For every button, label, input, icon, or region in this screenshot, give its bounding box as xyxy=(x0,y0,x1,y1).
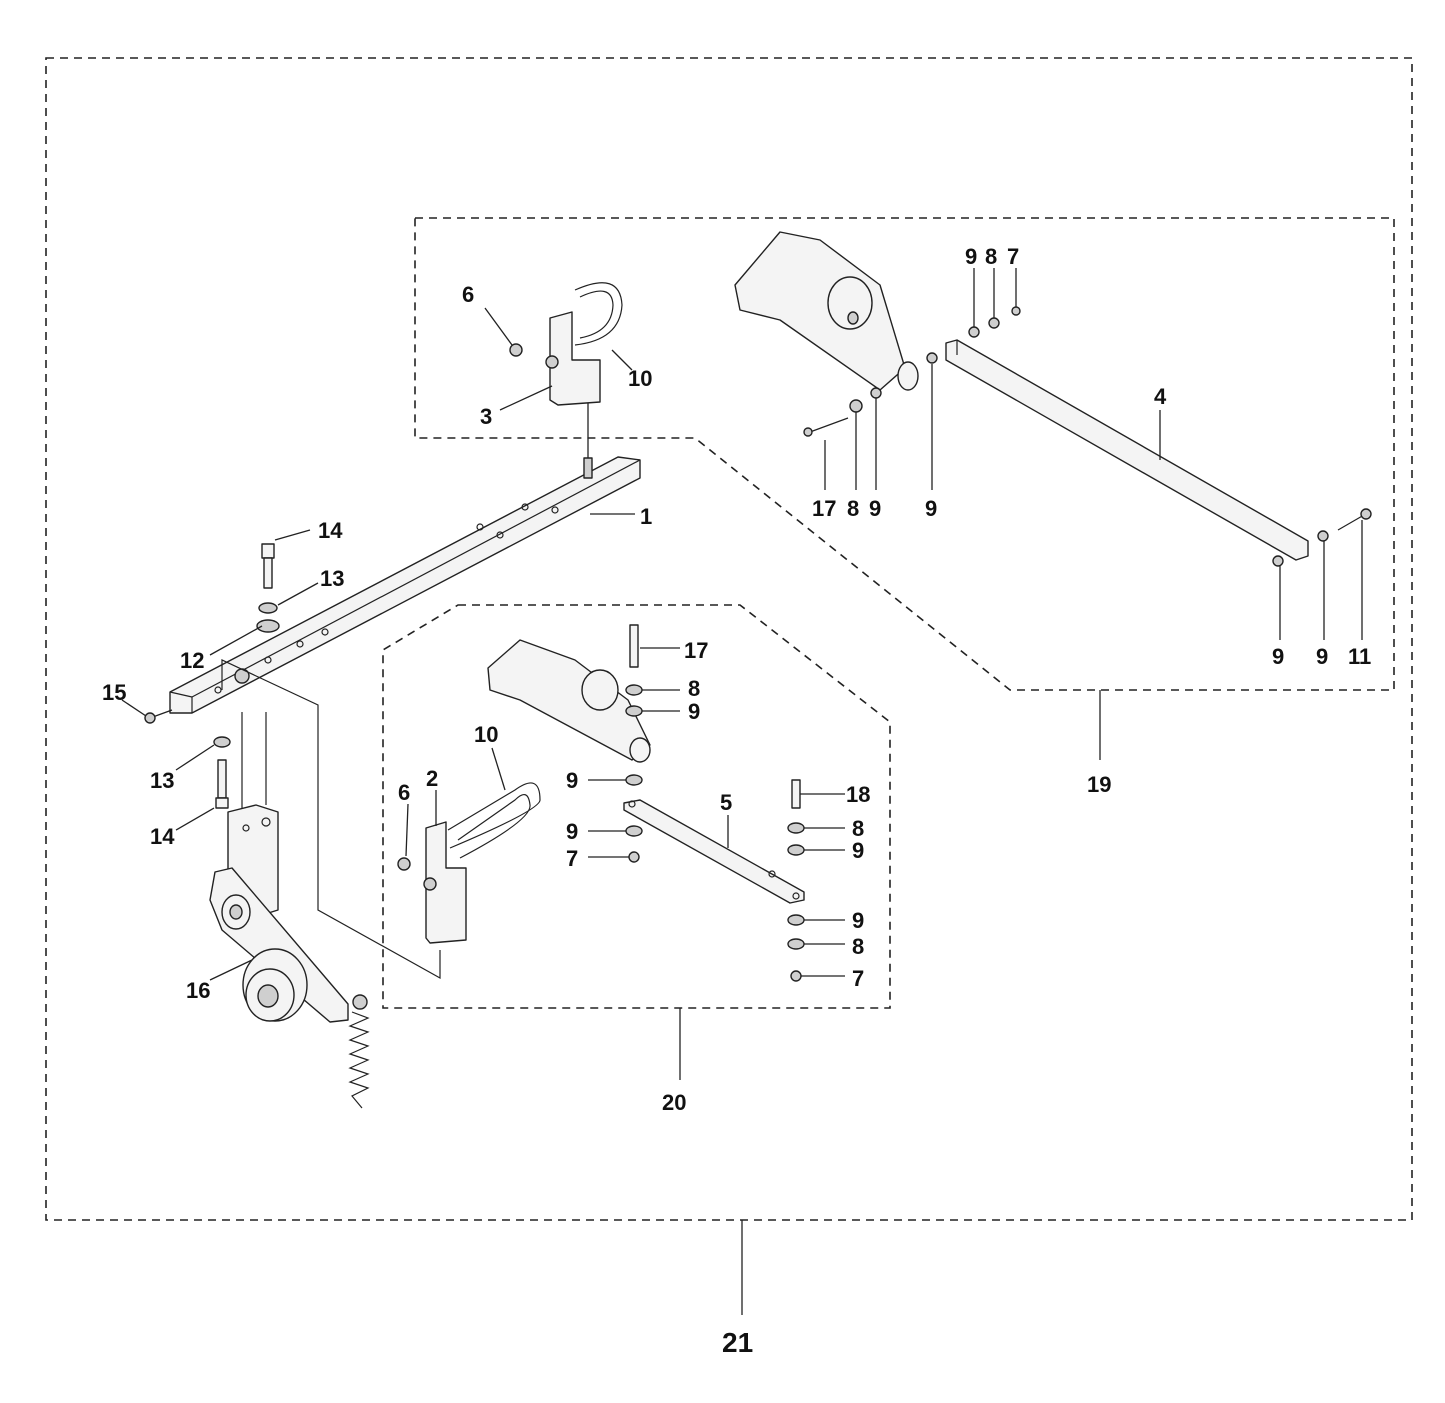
link-part-5 xyxy=(623,799,805,904)
callout-9-g20-low: 9 xyxy=(566,819,578,844)
washer-9-mid xyxy=(926,352,938,364)
bolt-part-15 xyxy=(144,709,173,724)
leader-lines xyxy=(121,268,1363,981)
nut-7-right xyxy=(1011,306,1021,316)
washer-9-g20-top xyxy=(625,705,643,717)
washer-8-g20-right-top xyxy=(787,822,805,834)
callout-9-g20-right-top: 9 xyxy=(852,838,864,863)
callout-9-g20-mid: 9 xyxy=(566,768,578,793)
callout-9-link-right: 9 xyxy=(1316,644,1328,669)
callout-14-top: 14 xyxy=(318,518,343,543)
link-outline-lines xyxy=(221,659,441,980)
callout-19: 19 xyxy=(1087,772,1111,797)
washer-9-g20-mid xyxy=(625,774,643,786)
callout-6-top: 6 xyxy=(462,282,474,307)
main-bar-part xyxy=(169,456,641,714)
callout-9-top: 9 xyxy=(965,244,977,269)
washer-9-g20-right-bottom xyxy=(787,914,805,926)
callout-2: 2 xyxy=(426,766,438,791)
callout-11: 11 xyxy=(1348,644,1371,669)
bolt-part-18 xyxy=(791,779,801,809)
assembly-21-boundary xyxy=(45,57,1413,1315)
callout-7-top: 7 xyxy=(1007,244,1019,269)
callout-9-g20-right-bottom: 9 xyxy=(852,908,864,933)
washer-8-g20-top xyxy=(625,684,643,696)
washer-9-g20-right-top xyxy=(787,844,805,856)
bracket-part-3 xyxy=(545,282,623,406)
washer-9-g20-low xyxy=(625,825,643,837)
bracket-part-2 xyxy=(423,782,541,944)
callout-8-left: 8 xyxy=(847,496,859,521)
callout-8-top: 8 xyxy=(985,244,997,269)
actuator-part-group-20 xyxy=(487,639,651,763)
spring xyxy=(348,1011,370,1109)
callout-10-bottom: 10 xyxy=(474,722,498,747)
callout-17-top: 17 xyxy=(812,496,836,521)
callout-17-bottom: 17 xyxy=(684,638,708,663)
callout-21: 21 xyxy=(722,1327,753,1358)
callout-7-mid: 7 xyxy=(566,846,578,871)
washer-8-right xyxy=(988,317,1000,329)
tensioner-arm-part-16 xyxy=(209,867,368,1023)
link-part-4 xyxy=(945,339,1309,561)
assembly-20-boundary xyxy=(382,604,891,1080)
callout-4: 4 xyxy=(1154,384,1167,409)
washer-9-link-left xyxy=(1272,555,1284,567)
callout-labels: 1 2 3 4 5 6 6 7 7 7 8 8 8 8 8 9 9 9 9 9 … xyxy=(102,244,1371,1358)
bolt-part-11 xyxy=(1337,508,1372,531)
washer-9-link-right xyxy=(1317,530,1329,542)
callout-9-link-left: 9 xyxy=(1272,644,1284,669)
callout-9-left: 9 xyxy=(869,496,881,521)
washer-13-bottom xyxy=(213,736,231,748)
washer-9-top xyxy=(870,387,882,399)
nut-7-g20-left xyxy=(628,851,640,863)
actuator-part-group-19 xyxy=(734,231,919,391)
bolt-part-14-top xyxy=(261,543,275,589)
callout-3: 3 xyxy=(480,404,492,429)
callout-8-g20-right-bottom: 8 xyxy=(852,934,864,959)
bolt-part-17-bottom xyxy=(629,624,639,668)
callout-13-bottom: 13 xyxy=(150,768,174,793)
callout-12: 12 xyxy=(180,648,204,673)
callout-6-bottom: 6 xyxy=(398,780,410,805)
washer-8-top xyxy=(849,399,863,413)
nut-7-g20-right xyxy=(790,970,802,982)
nut-6-bottom xyxy=(397,857,411,871)
callout-8-g20-right-top: 8 xyxy=(852,816,864,841)
bolt-part-14-bottom xyxy=(215,759,229,809)
washer-8-g20-right-bottom xyxy=(787,938,805,950)
bolt-part-17-top xyxy=(803,417,849,437)
callout-13-top: 13 xyxy=(320,566,344,591)
callout-9-g20-top: 9 xyxy=(688,699,700,724)
assembly-19-boundary xyxy=(414,217,1395,760)
callout-18: 18 xyxy=(846,782,870,807)
washer-13-top xyxy=(258,602,278,614)
callout-9-mid: 9 xyxy=(925,496,937,521)
callout-10-top: 10 xyxy=(628,366,652,391)
callout-20: 20 xyxy=(662,1090,686,1115)
callout-1: 1 xyxy=(640,504,652,529)
callout-7-bottom: 7 xyxy=(852,966,864,991)
washer-12 xyxy=(256,619,280,633)
callout-16: 16 xyxy=(186,978,210,1003)
callout-14-bottom: 14 xyxy=(150,824,175,849)
washer-9-right xyxy=(968,326,980,338)
nut-part-6-top xyxy=(509,343,523,357)
callout-8-g20-top: 8 xyxy=(688,676,700,701)
callout-5: 5 xyxy=(720,790,732,815)
callout-15: 15 xyxy=(102,680,126,705)
